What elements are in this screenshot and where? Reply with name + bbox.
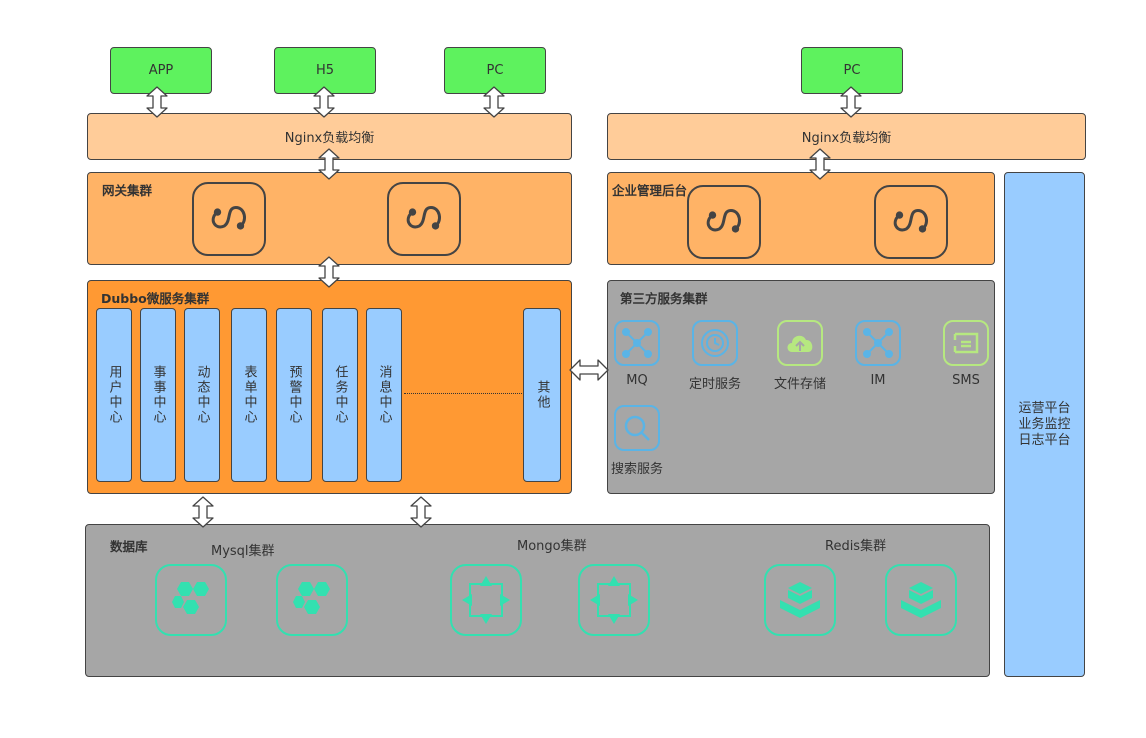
nginx-left: Nginx负载均衡 bbox=[87, 113, 572, 160]
search-icon bbox=[614, 405, 660, 451]
service-affairs-center: 事事中心 bbox=[140, 308, 176, 482]
message-icon bbox=[943, 320, 989, 366]
redis-node-icon bbox=[885, 564, 957, 636]
client-h5-label: H5 bbox=[315, 63, 335, 78]
nginx-left-label: Nginx负载均衡 bbox=[284, 131, 375, 146]
gateway-cluster bbox=[87, 172, 572, 265]
cloud-upload-icon bbox=[777, 320, 823, 366]
admin-backend bbox=[607, 172, 995, 265]
mongo-label: Mongo集群 bbox=[517, 539, 587, 554]
service-label: 其他 bbox=[534, 380, 550, 410]
client-pc-left: PC bbox=[444, 47, 546, 94]
admin-node-icon bbox=[874, 185, 948, 259]
client-pc-right-label: PC bbox=[843, 63, 861, 78]
service-message-center: 消息中心 bbox=[366, 308, 402, 482]
service-other: 其他 bbox=[523, 308, 561, 482]
connector-arrow bbox=[840, 86, 862, 118]
service-form-center: 表单中心 bbox=[231, 308, 267, 482]
network-node-icon bbox=[855, 320, 901, 366]
connector-arrow bbox=[410, 496, 432, 528]
client-app: APP bbox=[110, 47, 212, 94]
dubbo-title: Dubbo微服务集群 bbox=[101, 291, 210, 306]
clock-icon bbox=[692, 320, 738, 366]
connector-arrow bbox=[146, 86, 168, 118]
services-ellipsis-line bbox=[404, 393, 522, 394]
gateway-node-icon bbox=[192, 182, 266, 256]
ops-line-3: 日志平台 bbox=[1018, 432, 1071, 448]
im-label: IM bbox=[870, 373, 886, 388]
sms-label: SMS bbox=[952, 373, 980, 388]
mq-label: MQ bbox=[626, 373, 648, 388]
file-storage-label: 文件存储 bbox=[773, 377, 826, 392]
connector-arrow bbox=[569, 359, 609, 381]
service-dynamic-center: 动态中心 bbox=[184, 308, 220, 482]
redis-label: Redis集群 bbox=[825, 539, 887, 554]
admin-node-icon bbox=[687, 185, 761, 259]
nginx-right-label: Nginx负载均衡 bbox=[801, 131, 892, 146]
connector-arrow bbox=[318, 148, 340, 180]
service-label: 消息中心 bbox=[376, 365, 392, 425]
ops-platform: 运营平台 业务监控 日志平台 bbox=[1004, 172, 1085, 677]
connector-arrow bbox=[318, 256, 340, 288]
client-pc-left-label: PC bbox=[486, 63, 504, 78]
service-label: 表单中心 bbox=[241, 365, 257, 425]
admin-title: 企业管理后台 bbox=[612, 183, 688, 198]
service-task-center: 任务中心 bbox=[322, 308, 358, 482]
mongo-node-icon bbox=[450, 564, 522, 636]
scheduler-label: 定时服务 bbox=[688, 377, 741, 392]
search-service-label: 搜索服务 bbox=[610, 462, 663, 477]
service-label: 动态中心 bbox=[194, 365, 210, 425]
service-label: 用户中心 bbox=[106, 365, 122, 425]
client-app-label: APP bbox=[148, 63, 174, 78]
service-label: 任务中心 bbox=[332, 365, 348, 425]
mysql-node-icon bbox=[276, 564, 348, 636]
connector-arrow bbox=[313, 86, 335, 118]
gateway-title: 网关集群 bbox=[102, 183, 153, 198]
mysql-node-icon bbox=[155, 564, 227, 636]
database-cluster bbox=[85, 524, 990, 677]
nginx-right: Nginx负载均衡 bbox=[607, 113, 1086, 160]
third-party-cluster bbox=[607, 280, 995, 494]
network-node-icon bbox=[614, 320, 660, 366]
gateway-node-icon bbox=[387, 182, 461, 256]
service-label: 事事中心 bbox=[150, 365, 166, 425]
service-user-center: 用户中心 bbox=[96, 308, 132, 482]
mysql-label: Mysql集群 bbox=[211, 544, 275, 559]
service-alert-center: 预警中心 bbox=[276, 308, 312, 482]
database-title: 数据库 bbox=[110, 539, 148, 554]
ops-line-1: 运营平台 bbox=[1018, 400, 1071, 416]
connector-arrow bbox=[809, 148, 831, 180]
connector-arrow bbox=[192, 496, 214, 528]
ops-line-2: 业务监控 bbox=[1018, 416, 1071, 432]
connector-arrow bbox=[483, 86, 505, 118]
mongo-node-icon bbox=[578, 564, 650, 636]
third-party-title: 第三方服务集群 bbox=[620, 291, 708, 306]
redis-node-icon bbox=[764, 564, 836, 636]
service-label: 预警中心 bbox=[286, 365, 302, 425]
